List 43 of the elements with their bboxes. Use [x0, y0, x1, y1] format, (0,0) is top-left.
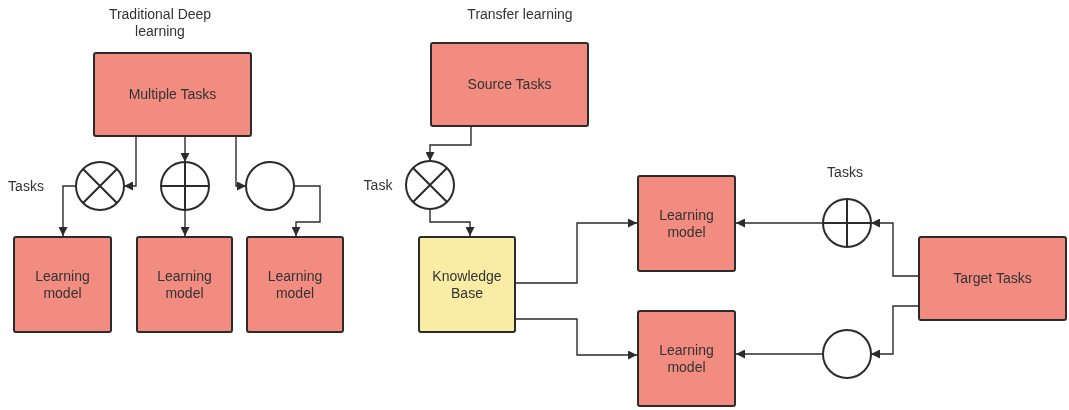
box-label: Learning model [34, 267, 91, 302]
connector-arrow [291, 185, 321, 237]
tasks-label: Tasks [7, 178, 45, 195]
operator-circle [245, 161, 295, 211]
operator-circle [822, 198, 872, 248]
process-box [93, 52, 252, 137]
tasks-label: Tasks [826, 164, 864, 181]
operator-circle [822, 329, 872, 379]
connector-arrow [429, 208, 475, 237]
box-label: Learning model [156, 267, 213, 302]
operator-circle [405, 160, 455, 210]
box-label: Learning model [266, 267, 324, 302]
connector-arrow [870, 305, 919, 359]
process-box [637, 310, 736, 407]
operator-circle [75, 161, 125, 211]
connector-arrow [735, 349, 824, 359]
connector-arrow [870, 218, 919, 277]
box-label: Knowledge Base [431, 267, 503, 302]
process-box [13, 236, 112, 333]
process-box [637, 175, 736, 272]
section-title: Traditional Deep learning [107, 6, 213, 40]
process-box [136, 236, 233, 333]
process-box [418, 236, 516, 333]
connector-arrow [515, 318, 638, 360]
section-title: Transfer learning [466, 6, 574, 23]
connector-arrow [515, 218, 638, 284]
box-label: Learning model [658, 341, 715, 376]
connector-arrow [58, 185, 77, 237]
connector-arrow [425, 126, 472, 162]
connector-arrow [180, 209, 190, 237]
connector-arrow [235, 136, 247, 191]
process-box [246, 236, 344, 333]
connector-arrow [180, 136, 190, 163]
operator-circle [160, 161, 210, 211]
tasks-label: Task [362, 177, 394, 194]
connector-arrow [123, 136, 137, 191]
box-label: Target Tasks [953, 270, 1032, 287]
box-label: Learning model [658, 206, 715, 241]
box-label: Source Tasks [467, 76, 552, 93]
process-box [918, 236, 1067, 321]
box-label: Multiple Tasks [128, 86, 217, 103]
process-box [430, 42, 589, 127]
connector-arrow [735, 218, 824, 228]
